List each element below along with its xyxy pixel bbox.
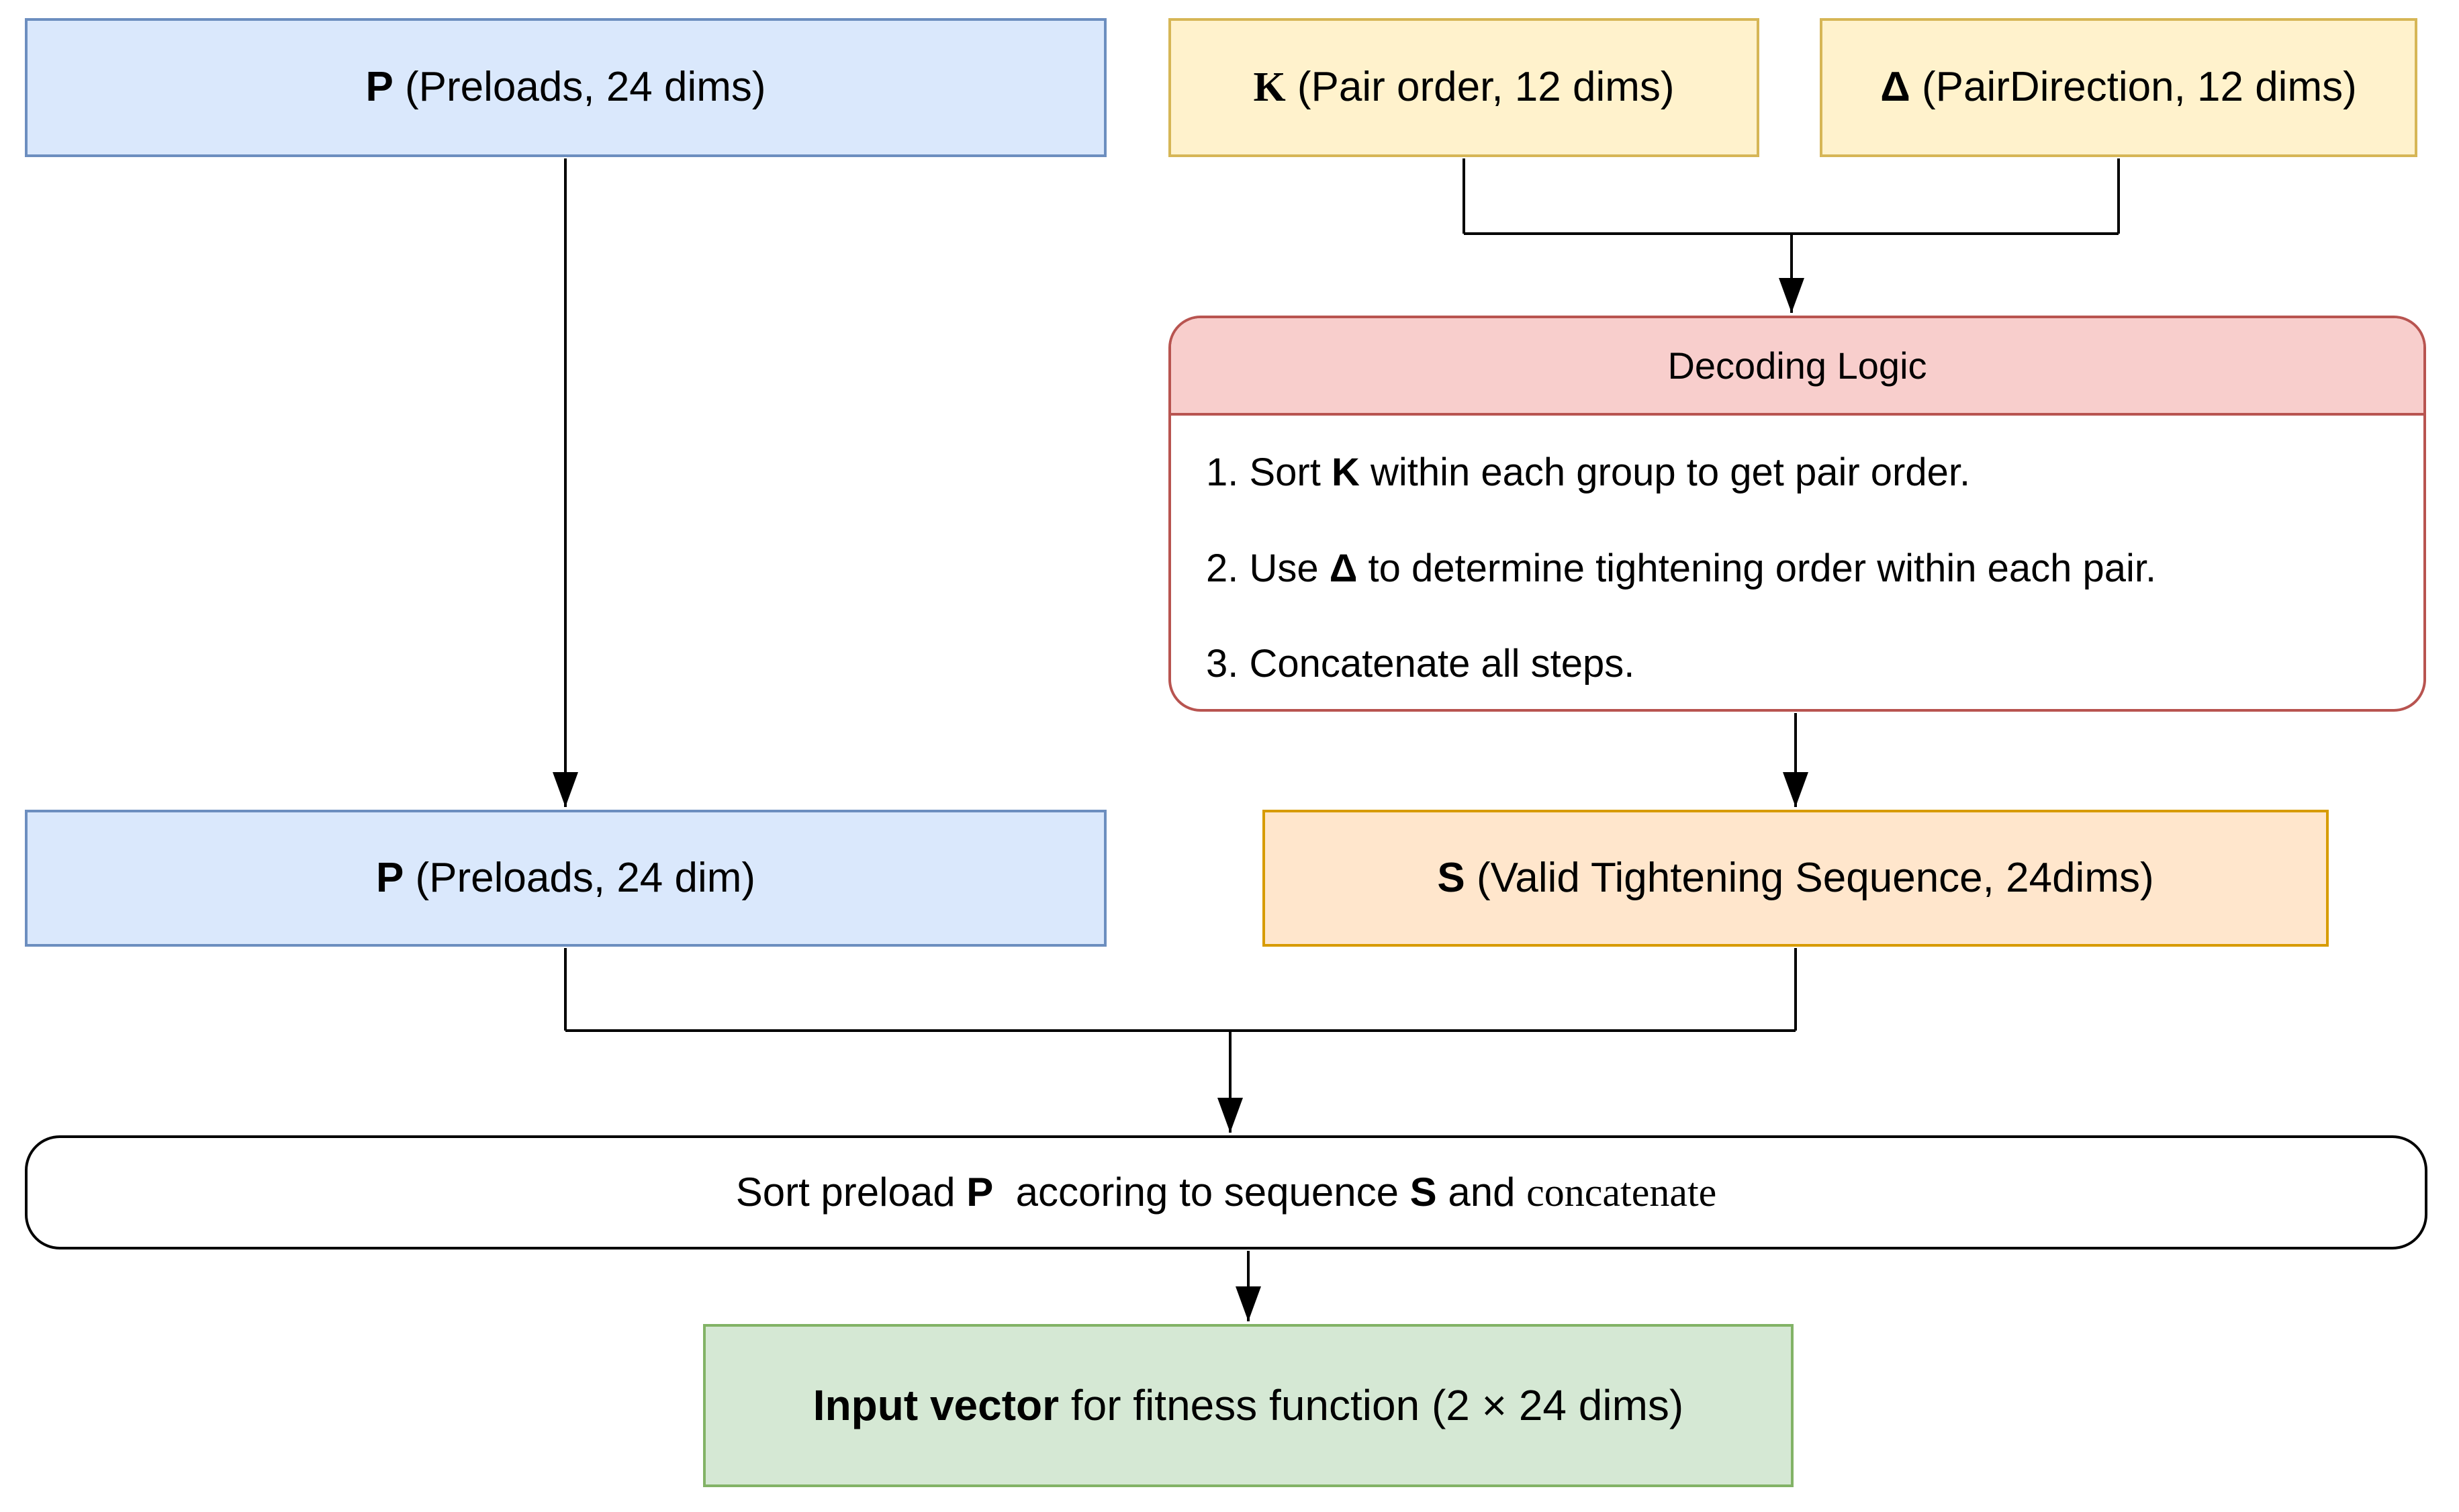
input-vector-box: Input vector for fitness function (2 × 2… (703, 1324, 1794, 1487)
pair-order-text: (Pair order, 12 dims) (1285, 64, 1675, 111)
pair-order-label: K (Pair order, 12 dims) (1240, 62, 1687, 112)
preloads-bottom-box: P (Preloads, 24 dim) (25, 810, 1107, 947)
preloads-top-box: P (Preloads, 24 dims) (25, 18, 1107, 157)
decoding-logic-title: Decoding Logic (1667, 344, 1927, 387)
preloads-bottom-text: (Preloads, 24 dim) (404, 854, 756, 901)
tightening-sequence-text: (Valid Tightening Sequence, 24dims) (1465, 854, 2154, 901)
preloads-bottom-symbol: P (375, 854, 404, 901)
input-vector-text: for fitness function (2 × 24 dims) (1059, 1381, 1684, 1430)
tightening-sequence-box: S (Valid Tightening Sequence, 24dims) (1262, 810, 2329, 947)
pair-order-box: K (Pair order, 12 dims) (1168, 18, 1759, 157)
pair-direction-text: (PairDirection, 12 dims) (1910, 64, 2357, 111)
preloads-bottom-label: P (Preloads, 24 dim) (363, 853, 769, 903)
sort-concatenate-box: Sort preload P accoring to sequence S an… (25, 1135, 2427, 1249)
decoding-logic-body: 1. Sort K within each group to get pair … (1171, 416, 2423, 709)
pair-direction-label: Δ (PairDirection, 12 dims) (1867, 62, 2370, 112)
tightening-sequence-label: S (Valid Tightening Sequence, 24dims) (1424, 853, 2167, 903)
decoding-step-1: 1. Sort K within each group to get pair … (1206, 451, 1971, 494)
sort-concatenate-label: Sort preload P accoring to sequence S an… (735, 1170, 1717, 1215)
tightening-sequence-symbol: S (1437, 854, 1465, 901)
preloads-top-label: P (Preloads, 24 dims) (352, 62, 779, 112)
preloads-top-text: (Preloads, 24 dims) (393, 64, 766, 111)
decoding-step-3: 3. Concatenate all steps. (1206, 642, 1635, 686)
input-vector-label: Input vector for fitness function (2 × 2… (800, 1380, 1697, 1431)
preloads-top-symbol: P (365, 64, 393, 111)
decoding-logic-box: Decoding Logic 1. Sort K within each gro… (1168, 316, 2426, 712)
pair-direction-box: Δ (PairDirection, 12 dims) (1820, 18, 2417, 157)
decoding-logic-header: Decoding Logic (1171, 318, 2423, 416)
pair-direction-symbol: Δ (1880, 64, 1910, 111)
decoding-step-2: 2. Use Δ to determine tightening order w… (1206, 547, 2157, 590)
input-vector-bold-text: Input vector (813, 1381, 1060, 1430)
pair-order-symbol: K (1253, 64, 1286, 111)
